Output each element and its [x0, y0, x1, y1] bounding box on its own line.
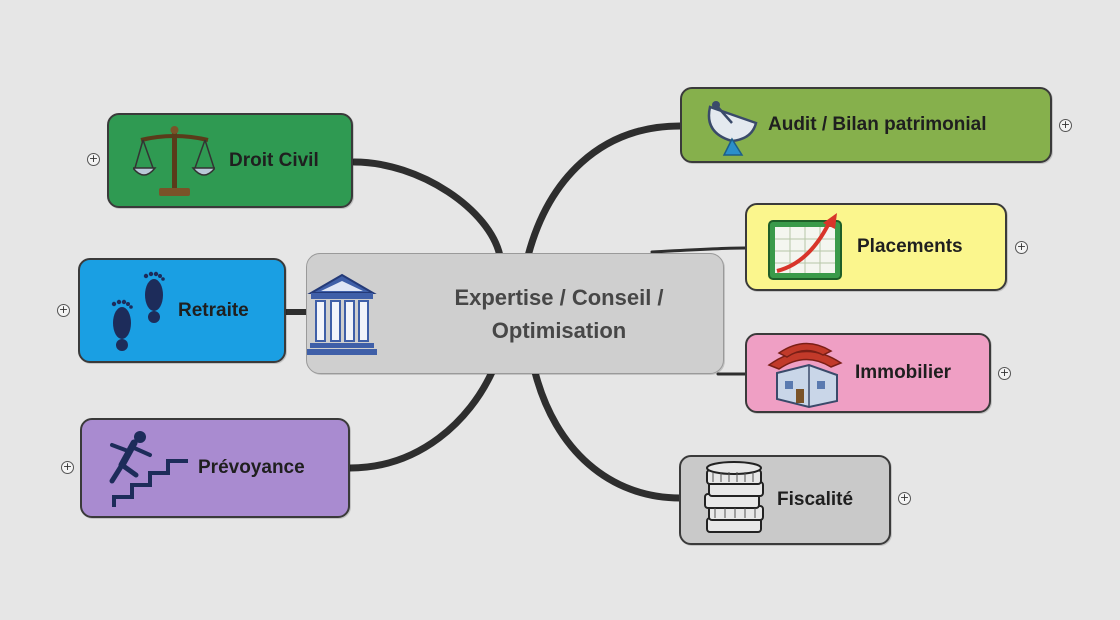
falling-stairs-icon — [109, 431, 188, 507]
branch-droit-civil[interactable]: Droit Civil — [107, 113, 353, 208]
branch-fiscalite[interactable]: Fiscalité — [679, 455, 891, 545]
branch-prevoyance-label: Prévoyance — [198, 457, 305, 478]
connector-audit — [524, 122, 684, 260]
growth-chart-icon — [768, 213, 842, 280]
connector-droit-civil — [350, 158, 504, 260]
connector-placements — [650, 246, 747, 254]
connector-prevoyance — [346, 368, 496, 472]
branch-audit[interactable]: Audit / Bilan patrimonial — [680, 87, 1052, 163]
branch-audit-label: Audit / Bilan patrimonial — [768, 114, 987, 135]
expand-droit-civil-button[interactable]: + — [87, 152, 100, 166]
expand-immobilier-button[interactable]: + — [998, 366, 1011, 380]
branch-immobilier[interactable]: Immobilier — [745, 333, 991, 413]
footprints-icon — [111, 271, 165, 351]
expand-audit-button[interactable]: + — [1059, 118, 1072, 132]
central-topic[interactable]: Expertise / Conseil / Optimisation — [306, 253, 724, 374]
branch-placements-label: Placements — [857, 236, 963, 257]
central-topic-label: Expertise / Conseil / Optimisation — [454, 284, 664, 343]
expand-retraite-button[interactable]: + — [57, 303, 70, 317]
coins-icon — [704, 461, 764, 533]
branch-retraite-label: Retraite — [178, 299, 249, 321]
scales-icon — [133, 125, 215, 196]
expand-placements-button[interactable]: + — [1015, 240, 1028, 254]
house-icon — [767, 342, 843, 409]
branch-prevoyance[interactable]: Prévoyance — [80, 418, 350, 518]
expand-fiscalite-button[interactable]: + — [898, 491, 911, 505]
branch-retraite[interactable]: Retraite — [78, 258, 286, 363]
expand-prevoyance-button[interactable]: + — [61, 460, 74, 474]
branch-immobilier-label: Immobilier — [855, 362, 952, 383]
satellite-dish-icon — [707, 101, 758, 156]
bank-icon — [307, 273, 377, 355]
branch-fiscalite-label: Fiscalité — [777, 489, 854, 510]
branch-placements[interactable]: Placements — [745, 203, 1007, 291]
branch-droit-civil-label: Droit Civil — [229, 149, 319, 171]
connector-fiscalite — [531, 368, 684, 502]
